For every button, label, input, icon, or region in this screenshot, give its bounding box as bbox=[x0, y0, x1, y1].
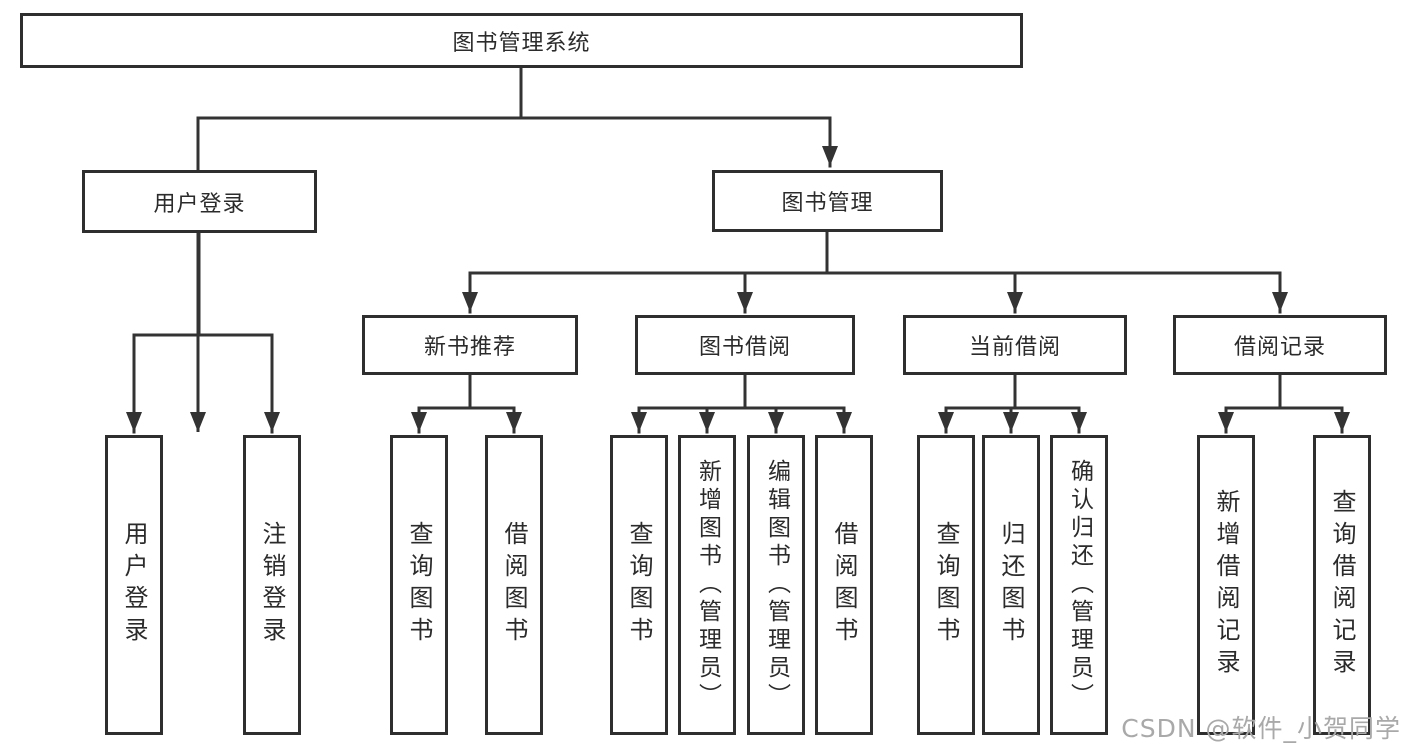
edge-userlogin-split bbox=[132, 231, 274, 337]
leaf-borrow-books-recommend: 借阅图书 bbox=[485, 435, 543, 735]
leaf-user-login: 用户登录 bbox=[105, 435, 163, 735]
leaf-query-books-recommend: 查询图书 bbox=[390, 435, 448, 735]
node-user-login: 用户登录 bbox=[82, 170, 317, 233]
leaf-confirm-return-admin: 确认归还（管理员） bbox=[1050, 435, 1108, 735]
leaf-add-borrow-record: 新增借阅记录 bbox=[1197, 435, 1255, 735]
node-book-management: 图书管理 bbox=[712, 170, 943, 232]
node-root-system: 图书管理系统 bbox=[20, 13, 1023, 68]
watermark: CSDN @软件_小贺同学 bbox=[1121, 714, 1401, 743]
node-new-book-recommend: 新书推荐 bbox=[362, 315, 578, 375]
edge-bookmgmt-split bbox=[468, 230, 1282, 275]
leaf-return-books: 归还图书 bbox=[982, 435, 1040, 735]
leaf-add-books-admin: 新增图书（管理员） bbox=[678, 435, 736, 735]
edge-records-split bbox=[1224, 373, 1344, 410]
leaf-logout: 注销登录 bbox=[243, 435, 301, 735]
edge-root-split bbox=[196, 66, 832, 120]
leaf-query-books-current: 查询图书 bbox=[917, 435, 975, 735]
edge-current-split bbox=[944, 373, 1081, 410]
leaf-query-books-borrow: 查询图书 bbox=[610, 435, 668, 735]
leaf-borrow-books: 借阅图书 bbox=[815, 435, 873, 735]
node-borrow-records: 借阅记录 bbox=[1173, 315, 1387, 375]
edge-newrec-split bbox=[417, 373, 516, 410]
leaf-edit-books-admin: 编辑图书（管理员） bbox=[747, 435, 805, 735]
leaf-query-borrow-record: 查询借阅记录 bbox=[1313, 435, 1371, 735]
edge-borrow-split bbox=[637, 373, 846, 410]
node-book-borrow: 图书借阅 bbox=[635, 315, 855, 375]
node-current-borrow: 当前借阅 bbox=[903, 315, 1127, 375]
